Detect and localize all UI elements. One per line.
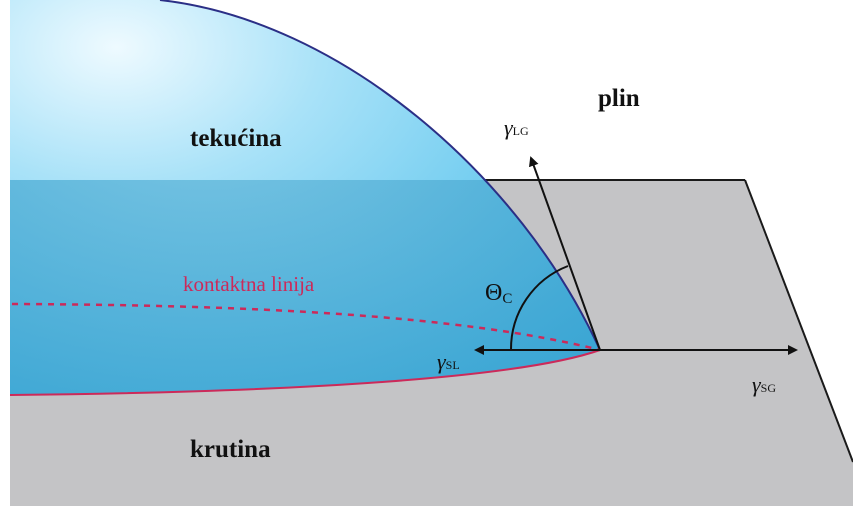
arrow-up-left-icon bbox=[529, 156, 601, 351]
gamma-lg-subscript: LG bbox=[513, 124, 529, 138]
contact-line-dashed bbox=[11, 302, 601, 352]
gamma-sg-symbol: γ bbox=[752, 372, 762, 397]
liquid-gas-interface bbox=[159, 0, 601, 351]
label-solid: krutina bbox=[190, 436, 271, 463]
label-liquid: tekućina bbox=[190, 125, 282, 152]
label-gamma-sl: γSL bbox=[437, 349, 460, 374]
gamma-sl-symbol: γ bbox=[437, 349, 447, 374]
gamma-sg-subscript: SG bbox=[761, 381, 777, 395]
solid-right-edge bbox=[744, 179, 853, 463]
label-gamma-sg: γSG bbox=[752, 372, 776, 397]
gamma-lg-symbol: γ bbox=[504, 115, 514, 140]
liquid-inside-region bbox=[10, 180, 600, 395]
label-gamma-lg: γLG bbox=[504, 115, 529, 140]
solid-liquid-interface bbox=[9, 349, 601, 396]
label-gas: plin bbox=[598, 85, 640, 112]
theta-subscript: C bbox=[502, 291, 512, 307]
contact-angle-arc bbox=[509, 265, 569, 351]
label-contact-angle: ΘC bbox=[485, 280, 512, 307]
theta-symbol: Θ bbox=[485, 280, 502, 306]
label-contact-line: kontaktna linija bbox=[183, 272, 315, 296]
gamma-sl-subscript: SL bbox=[446, 358, 460, 372]
